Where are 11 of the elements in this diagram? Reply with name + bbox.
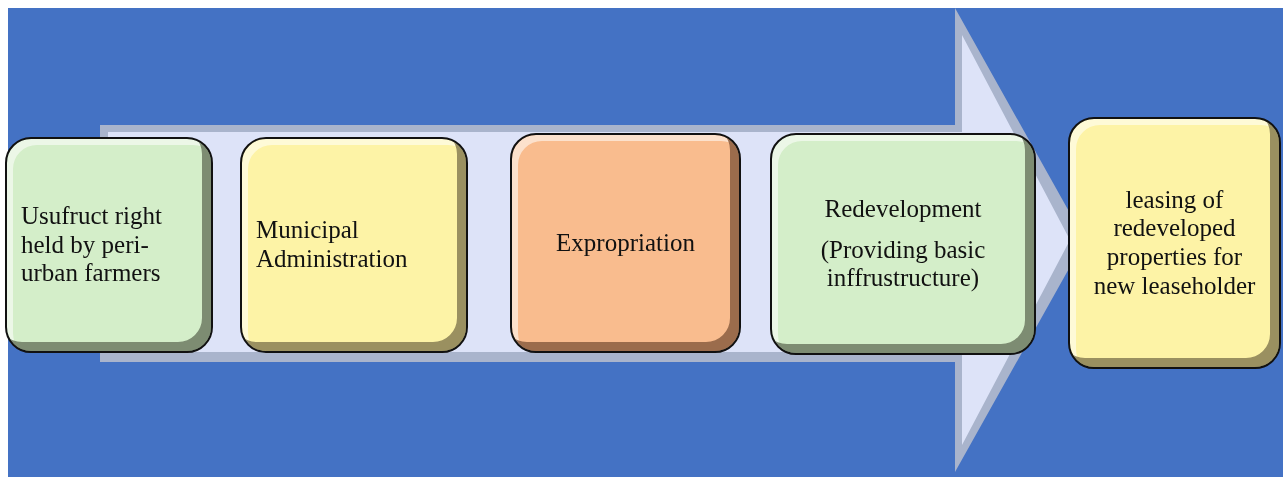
- step-text: Expropriation: [555, 228, 696, 258]
- step-text: Usufruct right held by peri-urban farmers: [21, 201, 163, 289]
- process-box: [770, 133, 1036, 355]
- step-text: Redevelopment: [823, 194, 983, 224]
- process-box: [240, 137, 468, 353]
- process-box: [1068, 117, 1281, 369]
- step-note: (Providing basic inffrustructure): [819, 235, 987, 294]
- process-box: [510, 133, 741, 353]
- step-text: leasing of redeveloped properties for new leaseholder: [1092, 185, 1257, 301]
- process-box: [5, 137, 213, 353]
- step-text: Municipal Administration: [256, 216, 409, 274]
